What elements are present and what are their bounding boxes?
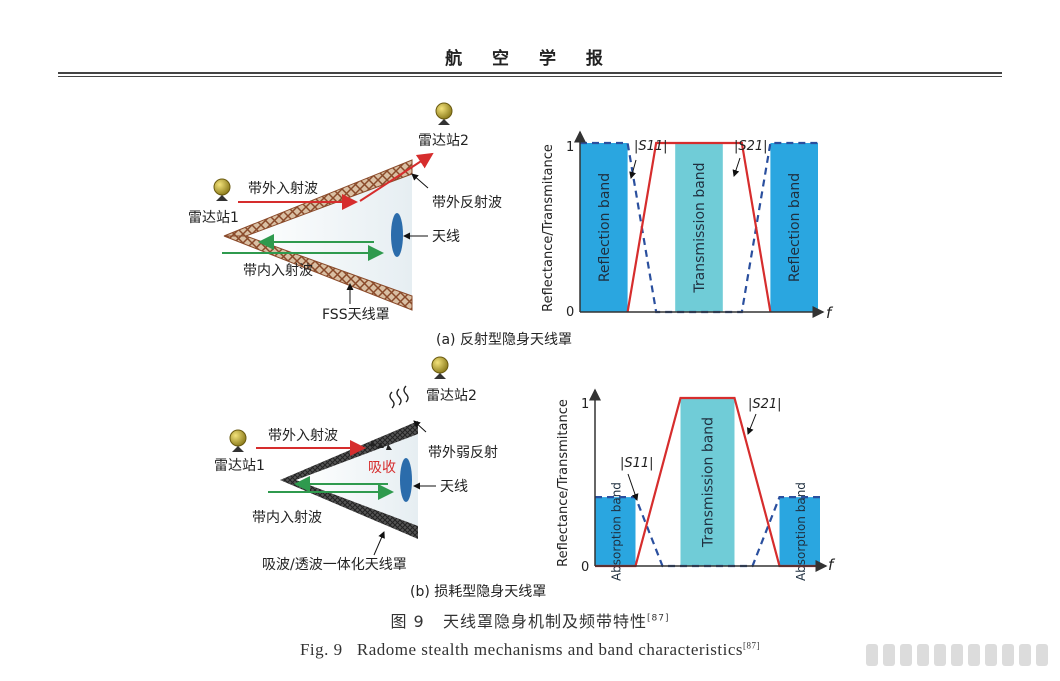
in-band-incident-label-b: 带内入射波	[252, 510, 322, 526]
radar1-label-a: 雷达站1	[188, 210, 239, 226]
absorbed-wave-marks	[370, 440, 392, 450]
chart-a-xlabel: f	[826, 304, 834, 322]
chart-a-s11-pointer	[629, 159, 637, 179]
journal-header-title: 航 空 学 报	[445, 49, 615, 69]
antenna-label-a: 天线	[432, 229, 460, 245]
header-rule-thick	[58, 72, 1002, 74]
radome-pointer-b	[373, 531, 385, 556]
absorb-label-b: 吸收	[368, 460, 396, 476]
band-rect-1	[595, 497, 636, 566]
header-rule-thin	[58, 76, 1002, 77]
radar2-label-a: 雷达站2	[418, 133, 469, 149]
watermark-mark	[866, 644, 1048, 666]
panel-b-subcaption: (b) 损耗型隐身天线罩	[410, 584, 546, 600]
band-label-3: Absorption band	[794, 482, 808, 581]
chart-b-ylabel: Reflectance/Transmitance	[556, 399, 571, 567]
antenna-ellipse-a	[391, 213, 403, 257]
band-rect-2	[675, 143, 723, 312]
caption-cn-ref: [87]	[647, 613, 670, 624]
chart-b-s11-pointer	[627, 473, 639, 501]
figure-canvas: 雷达站1 雷达站2 带外入射波 带内入射波 带外反射波 天线 FSS天线罩 (a…	[188, 102, 836, 600]
band-rect-1	[580, 143, 628, 312]
caption-en-ref: [87]	[743, 640, 761, 651]
absorbing-lower-shell	[280, 480, 418, 539]
chart-a-s11-label: |S11|	[634, 139, 668, 154]
in-band-incident-label-a: 带内入射波	[243, 263, 313, 279]
radar-station-1-a	[213, 178, 231, 201]
chart-b-xlabel: f	[828, 556, 836, 574]
caption-cn-text: 天线罩隐身机制及频带特性	[443, 612, 648, 631]
radome-label-b: 吸波/透波一体化天线罩	[262, 557, 407, 573]
radome-interior-b	[296, 434, 418, 526]
chart-a-s21-pointer	[732, 157, 741, 177]
reflect-pointer-a	[411, 173, 429, 189]
radar-station-2-b	[431, 356, 449, 379]
radome-interior	[238, 172, 412, 298]
out-band-reflect-label-a: 带外反射波	[432, 195, 502, 211]
band-rect-3	[770, 143, 818, 312]
chart-b-s11-label: |S11|	[620, 456, 654, 471]
band-label-1: Absorption band	[609, 482, 623, 581]
panel-b-diagram: 雷达站1 雷达站2 吸收 带外入射波 带内入射波 带外弱反射 天线 吸波/透波一…	[214, 356, 498, 573]
caption-cn-label: 图 9	[390, 612, 425, 631]
weak-reflect-label-b: 带外弱反射	[428, 445, 498, 461]
band-label-2: Transmission band	[701, 417, 717, 548]
out-band-incident-label-b: 带外入射波	[268, 428, 338, 444]
radar1-label-b: 雷达站1	[214, 458, 265, 474]
figure-caption-en: Fig. 9 Radome stealth mechanisms and ban…	[0, 640, 1060, 660]
out-band-reflected-arrow-a	[359, 152, 434, 202]
radar2-label-b: 雷达站2	[426, 388, 477, 404]
band-label-2: Transmission band	[692, 162, 708, 293]
antenna-ellipse-b	[400, 458, 412, 502]
out-band-incident-label-a: 带外入射波	[248, 181, 318, 197]
figure-caption-cn: 图 9 天线罩隐身机制及频带特性[87]	[0, 608, 1060, 632]
chart-b-s21-pointer	[746, 413, 757, 435]
chart-b-s21-label: |S21|	[748, 397, 782, 412]
antenna-label-b: 天线	[440, 479, 468, 495]
band-rect-2	[680, 398, 735, 566]
panel-a-subcaption: (a) 反射型隐身天线罩	[436, 332, 572, 348]
chart-b-ytick-1: 1	[581, 397, 589, 412]
chart-b-ytick-0: 0	[581, 560, 589, 575]
caption-en-text: Radome stealth mechanisms and band chara…	[356, 640, 744, 659]
band-rect-3	[779, 497, 820, 566]
panel-a-diagram: 雷达站1 雷达站2 带外入射波 带内入射波 带外反射波 天线 FSS天线罩	[188, 102, 502, 323]
band-label-1: Reflection band	[597, 173, 613, 282]
radar-station-2-a	[435, 102, 453, 125]
chart-a-ytick-1: 1	[566, 140, 574, 155]
chart-a-s21-label: |S21|	[734, 139, 768, 154]
chart-a: Reflectance/Transmitance 1 0 f Reflectio…	[541, 130, 834, 322]
caption-en-label: Fig. 9	[299, 640, 343, 659]
absorbing-upper-shell	[280, 421, 418, 480]
radome-label-a: FSS天线罩	[322, 307, 390, 323]
curve-s21	[626, 141, 772, 313]
chart-a-ytick-0: 0	[566, 305, 574, 320]
curve-s11	[580, 141, 818, 314]
weak-reflection-waves	[389, 385, 409, 409]
radar-station-1-b	[229, 429, 247, 452]
chart-a-ylabel: Reflectance/Transmitance	[541, 144, 556, 312]
band-label-3: Reflection band	[787, 173, 803, 282]
chart-b: Reflectance/Transmitance 1 0 f Absorptio…	[556, 388, 836, 581]
weak-reflect-pointer-b	[413, 420, 427, 433]
